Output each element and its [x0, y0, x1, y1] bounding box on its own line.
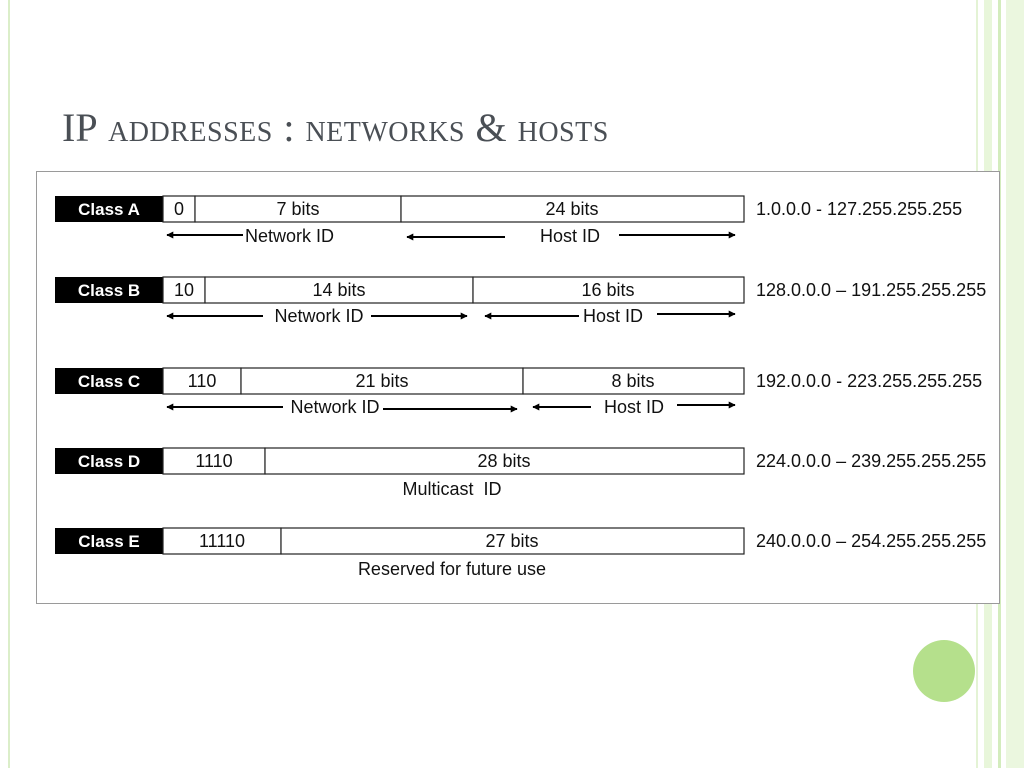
class-b-network-id: Network ID [274, 306, 363, 326]
class-a-host-field [400, 195, 745, 223]
class-c-prefix: 110 [188, 371, 217, 391]
class-a-net-bits: 7 bits [276, 199, 319, 219]
class-c-range: 192.0.0.0 - 223.255.255.255 [756, 371, 982, 391]
class-e-label: Class E [78, 532, 139, 551]
class-b-host-bits: 16 bits [581, 280, 634, 300]
class-c-host-field [522, 367, 745, 395]
class-c-label-box [55, 368, 163, 394]
class-a-label-box [55, 196, 163, 222]
class-c-net-field [240, 367, 524, 395]
class-c-label: Class C [78, 372, 140, 391]
class-e-reserved-field [280, 527, 745, 555]
ip-class-diagram: Class A 0 7 bits 24 bits 1.0.0.0 - 127.2… [36, 171, 1000, 604]
class-a-host-bits: 24 bits [545, 199, 598, 219]
class-d-row: Class D 1110 28 bits 224.0.0.0 – 239.255… [55, 447, 986, 499]
class-b-host-field [472, 276, 745, 304]
class-c-host-bits: 8 bits [611, 371, 654, 391]
title-first: IP [62, 105, 98, 150]
decor-bar [1006, 0, 1024, 768]
class-e-label-box [55, 528, 163, 554]
class-b-label-box [55, 277, 163, 303]
class-c-row: Class C 110 21 bits 8 bits 192.0.0.0 - 2… [55, 367, 982, 417]
class-e-prefix-field [162, 527, 282, 555]
class-d-group-field [264, 447, 745, 475]
slide-title: IP addresses : networks & hosts [62, 104, 609, 151]
class-b-net-bits: 14 bits [312, 280, 365, 300]
class-b-range: 128.0.0.0 – 191.255.255.255 [756, 280, 986, 300]
class-d-range: 224.0.0.0 – 239.255.255.255 [756, 451, 986, 471]
class-a-network-id: Network ID [245, 226, 334, 246]
class-c-net-bits: 21 bits [355, 371, 408, 391]
class-c-network-id: Network ID [290, 397, 379, 417]
class-a-prefix-field [162, 195, 196, 223]
class-e-reserved-note: Reserved for future use [358, 559, 546, 579]
class-d-label: Class D [78, 452, 140, 471]
class-c-prefix-field [162, 367, 242, 395]
left-decor-line [8, 0, 10, 768]
class-d-label-box [55, 448, 163, 474]
class-e-prefix: 11110 [199, 531, 245, 551]
title-rest: addresses : networks & hosts [97, 105, 609, 150]
class-b-row: Class B 10 14 bits 16 bits 128.0.0.0 – 1… [55, 276, 986, 326]
class-e-range: 240.0.0.0 – 254.255.255.255 [756, 531, 986, 551]
class-e-reserved-bits: 27 bits [485, 531, 538, 551]
class-d-group-bits: 28 bits [477, 451, 530, 471]
class-b-prefix-field [162, 276, 206, 304]
class-a-label: Class A [78, 200, 140, 219]
class-d-prefix: 1110 [195, 451, 232, 471]
class-a-range: 1.0.0.0 - 127.255.255.255 [756, 199, 962, 219]
class-c-host-id: Host ID [604, 397, 664, 417]
class-a-row: Class A 0 7 bits 24 bits 1.0.0.0 - 127.2… [55, 195, 962, 246]
class-b-label: Class B [78, 281, 140, 300]
class-a-prefix: 0 [174, 199, 184, 219]
class-d-multicast-id: Multicast ID [402, 479, 501, 499]
class-b-prefix: 10 [174, 280, 194, 300]
class-a-host-id: Host ID [540, 226, 600, 246]
decor-circle [913, 640, 975, 702]
class-e-row: Class E 11110 27 bits 240.0.0.0 – 254.25… [55, 527, 986, 579]
class-b-host-id: Host ID [583, 306, 643, 326]
diagram-canvas: Class A 0 7 bits 24 bits 1.0.0.0 - 127.2… [55, 195, 986, 579]
